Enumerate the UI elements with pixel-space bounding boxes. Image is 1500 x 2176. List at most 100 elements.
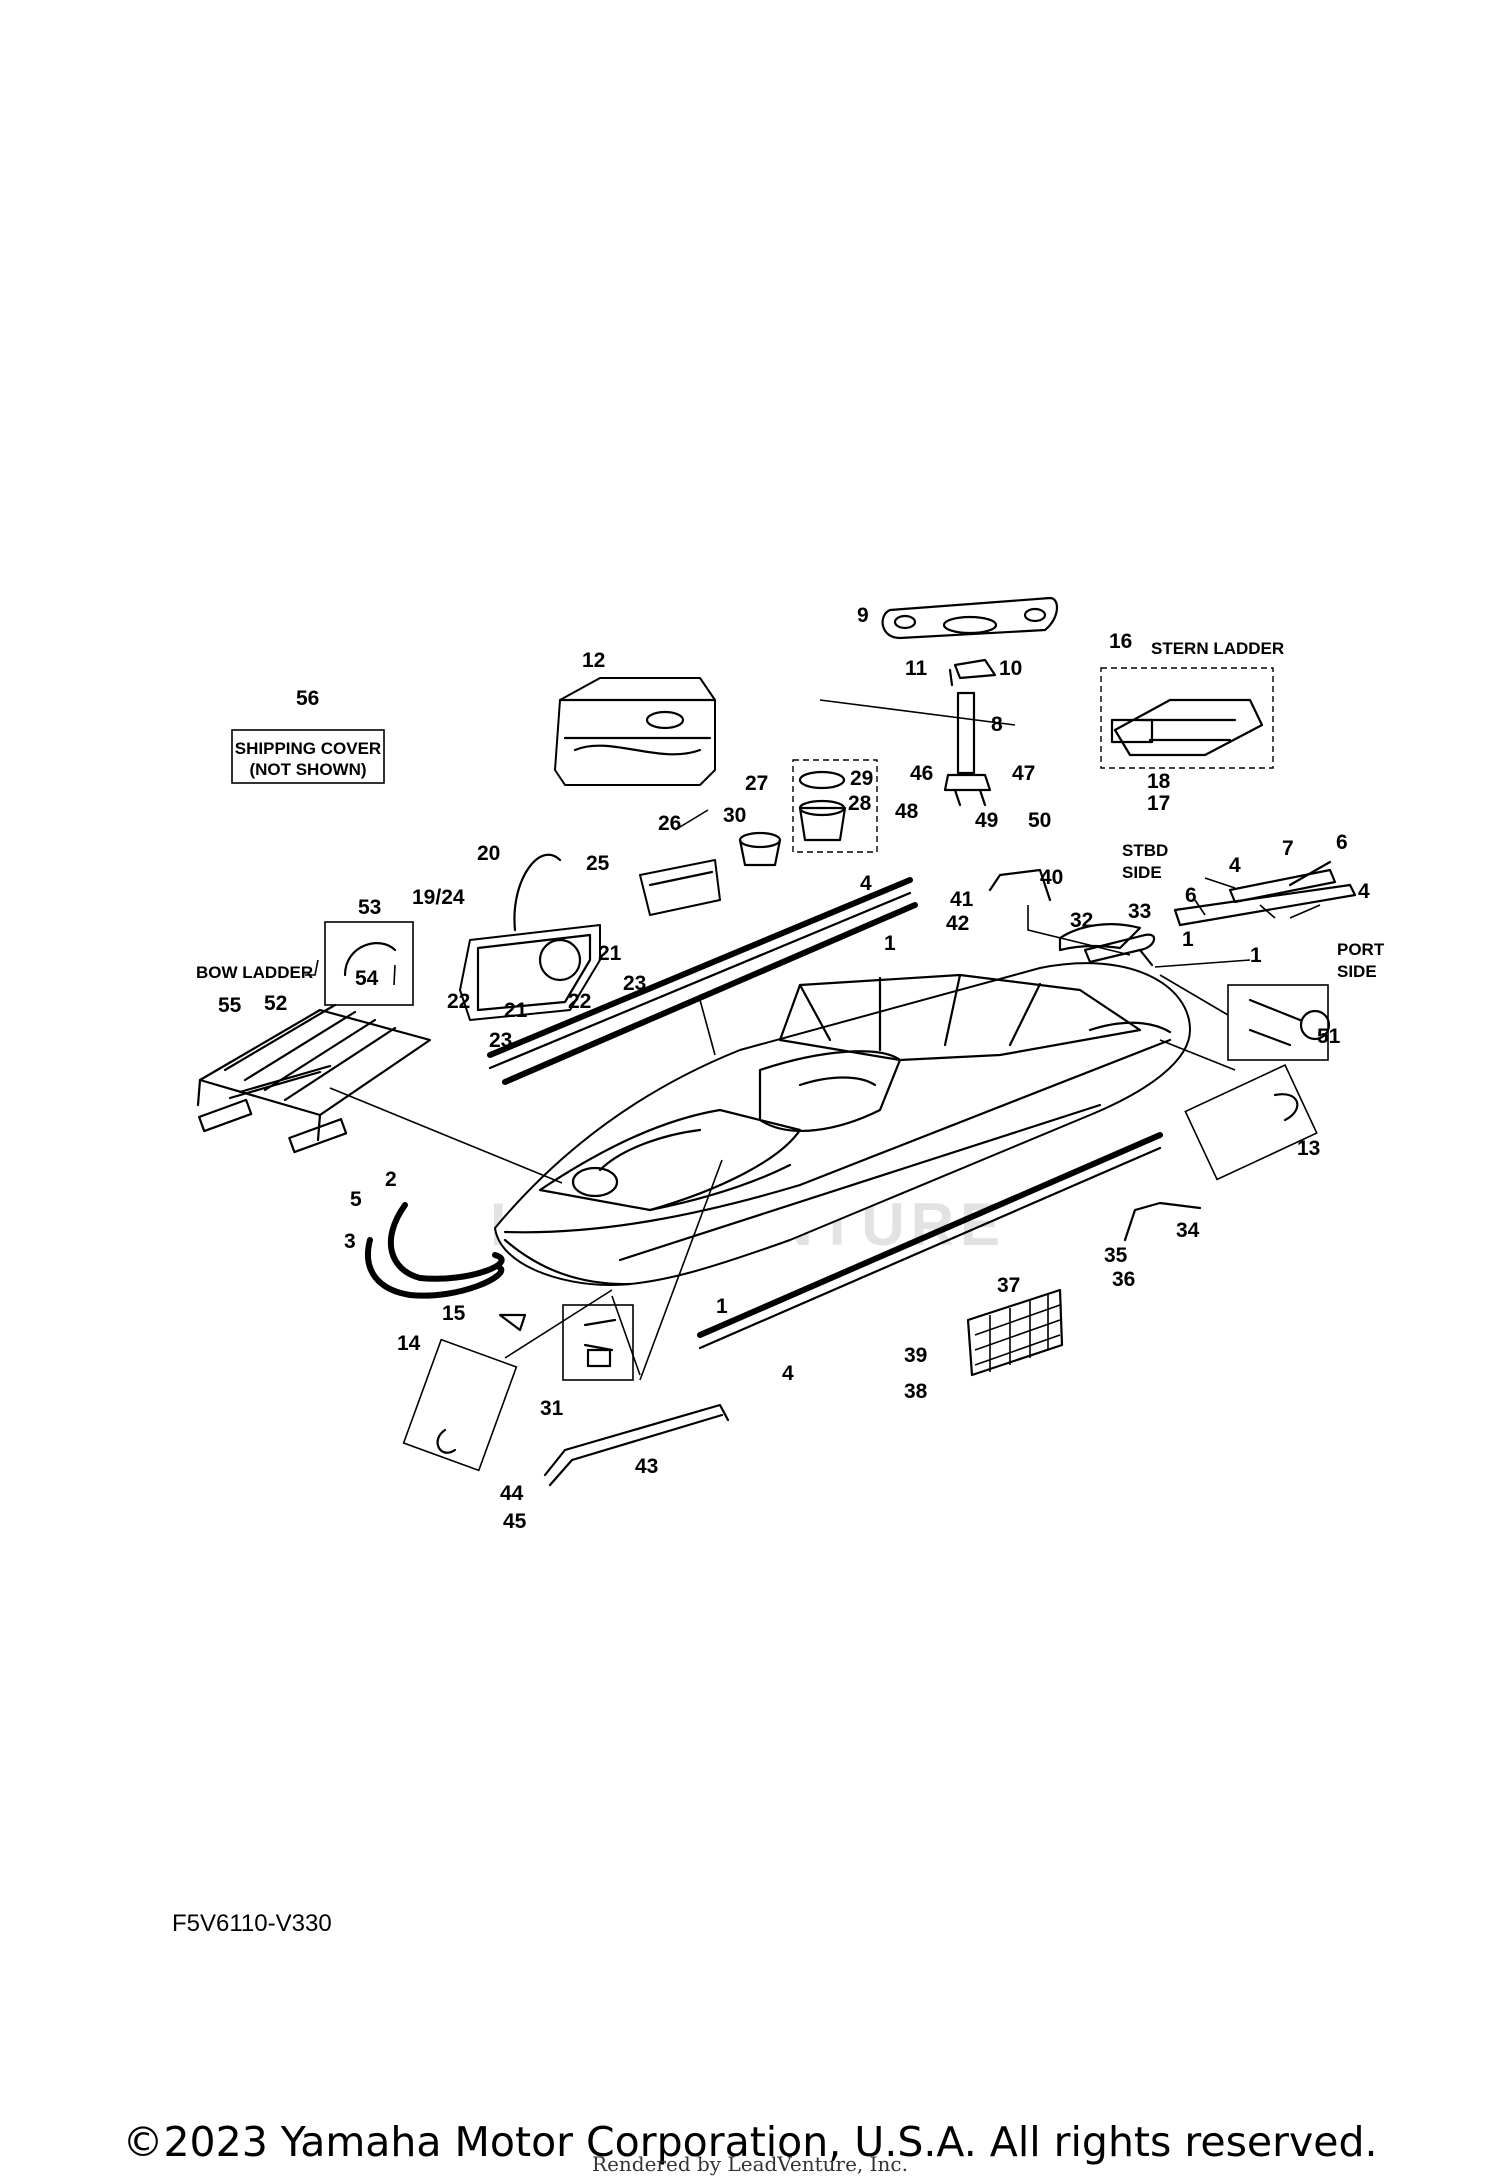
rendered-by-credit: Rendered by LeadVenture, Inc.: [592, 2152, 908, 2176]
grab-rail-lower: [543, 1403, 730, 1487]
callout-41: 41: [950, 888, 974, 911]
callout-34: 34: [1176, 1219, 1200, 1242]
callout-51: 51: [1317, 1025, 1341, 1048]
callout-37: 37: [997, 1274, 1020, 1297]
callout-18: 18: [1147, 770, 1171, 793]
callout-54: 54: [355, 967, 379, 990]
cleat-bracket: [1184, 1063, 1318, 1181]
ski-tow-bracket: [1083, 933, 1156, 967]
fuel-fill: [562, 1304, 634, 1381]
speaker-panel: [459, 853, 601, 1021]
boat-hull: [494, 962, 1191, 1286]
callout-3: 3: [344, 1230, 356, 1253]
callout-16: 16: [1109, 630, 1132, 653]
stern-ladder-note: STERN LADDER: [1151, 639, 1284, 658]
stern-ladder: [1100, 667, 1274, 769]
callout-55: 55: [218, 994, 242, 1017]
pole-assembly: [943, 658, 997, 807]
callout-30: 30: [723, 804, 746, 827]
leader-lines: [305, 699, 1321, 1381]
callout-46: 46: [910, 762, 933, 785]
bow-ladder: [196, 1003, 432, 1154]
callout-49: 49: [975, 809, 998, 832]
callout-9: 9: [857, 604, 869, 627]
callout-numbers: 1 1 1 1 2 3 4 4 4 4 5 6 6 7 8 9 10 11 12…: [218, 604, 1370, 1533]
callout-4: 4: [860, 872, 872, 895]
rail-brackets: [1058, 860, 1357, 952]
callout-21: 21: [504, 999, 528, 1022]
callout-1: 1: [884, 932, 896, 955]
callout-19-24: 19/24: [412, 886, 465, 909]
callout-31: 31: [540, 1397, 564, 1420]
callout-36: 36: [1112, 1268, 1135, 1291]
stbd-side-line2: SIDE: [1122, 863, 1162, 882]
callout-39: 39: [904, 1344, 927, 1367]
grab-rail-upper: [988, 868, 1052, 902]
callout-45: 45: [503, 1510, 527, 1533]
callout-23: 23: [623, 972, 646, 995]
callout-29: 29: [850, 767, 873, 790]
callout-5: 5: [350, 1188, 362, 1211]
callout-35: 35: [1104, 1244, 1128, 1267]
callout-53: 53: [358, 896, 381, 919]
callout-4: 4: [782, 1362, 794, 1385]
callout-12: 12: [582, 649, 605, 672]
storage-bin: [639, 859, 721, 916]
callout-50: 50: [1028, 809, 1051, 832]
bow-eye-bracket: [402, 1313, 527, 1472]
callout-40: 40: [1040, 866, 1063, 889]
callout-6: 6: [1336, 831, 1348, 854]
callout-48: 48: [895, 800, 919, 823]
callout-47: 47: [1012, 762, 1035, 785]
side-rub-strips: [487, 877, 1163, 1350]
callout-7: 7: [1282, 837, 1294, 860]
storage-net: [966, 1288, 1064, 1377]
callout-42: 42: [946, 912, 969, 935]
callout-4: 4: [1358, 880, 1370, 903]
callout-20: 20: [477, 842, 500, 865]
callout-38: 38: [904, 1380, 928, 1403]
callout-28: 28: [848, 792, 872, 815]
callout-52: 52: [264, 992, 287, 1015]
callout-27: 27: [745, 772, 768, 795]
callout-21: 21: [598, 942, 622, 965]
bow-trim: [365, 1202, 505, 1299]
callout-8: 8: [991, 713, 1003, 736]
callout-1: 1: [1182, 928, 1194, 951]
console-cover: [881, 596, 1058, 640]
callout-23: 23: [489, 1029, 512, 1052]
callout-56: 56: [296, 687, 319, 710]
port-side-line1: PORT: [1337, 940, 1385, 959]
callout-33: 33: [1128, 900, 1151, 923]
callout-22: 22: [568, 990, 591, 1013]
callout-26: 26: [658, 812, 681, 835]
callout-43: 43: [635, 1455, 658, 1478]
callout-11: 11: [905, 657, 928, 680]
hose: [324, 921, 414, 1006]
callout-13: 13: [1297, 1137, 1320, 1160]
callout-32: 32: [1070, 909, 1093, 932]
copyright-notice: ©2023 Yamaha Motor Corporation, U.S.A. A…: [122, 2118, 1378, 2166]
callout-15: 15: [442, 1302, 466, 1325]
callout-2: 2: [385, 1168, 397, 1191]
port-side-line2: SIDE: [1337, 962, 1377, 981]
callout-6: 6: [1185, 884, 1197, 907]
callout-1: 1: [1250, 944, 1262, 967]
bow-ladder-note: BOW LADDER: [196, 963, 313, 982]
callout-25: 25: [586, 852, 610, 875]
callout-44: 44: [500, 1482, 524, 1505]
stbd-side-line1: STBD: [1122, 841, 1168, 860]
figure-code: F5V6110-V330: [172, 1910, 332, 1937]
shipping-cover-line1: SHIPPING COVER: [235, 739, 381, 758]
grab-rail-stern: [1123, 1201, 1202, 1242]
trim-fitting: [1227, 984, 1331, 1061]
callout-1: 1: [716, 1295, 728, 1318]
shipping-cover-note: SHIPPING COVER (NOT SHOWN): [231, 729, 385, 784]
callout-17: 17: [1147, 792, 1170, 815]
shipping-cover-line2: (NOT SHOWN): [249, 760, 366, 779]
callout-10: 10: [999, 657, 1022, 680]
callout-14: 14: [397, 1332, 421, 1355]
cooler: [554, 677, 717, 786]
cup-holder-group: [738, 759, 878, 867]
